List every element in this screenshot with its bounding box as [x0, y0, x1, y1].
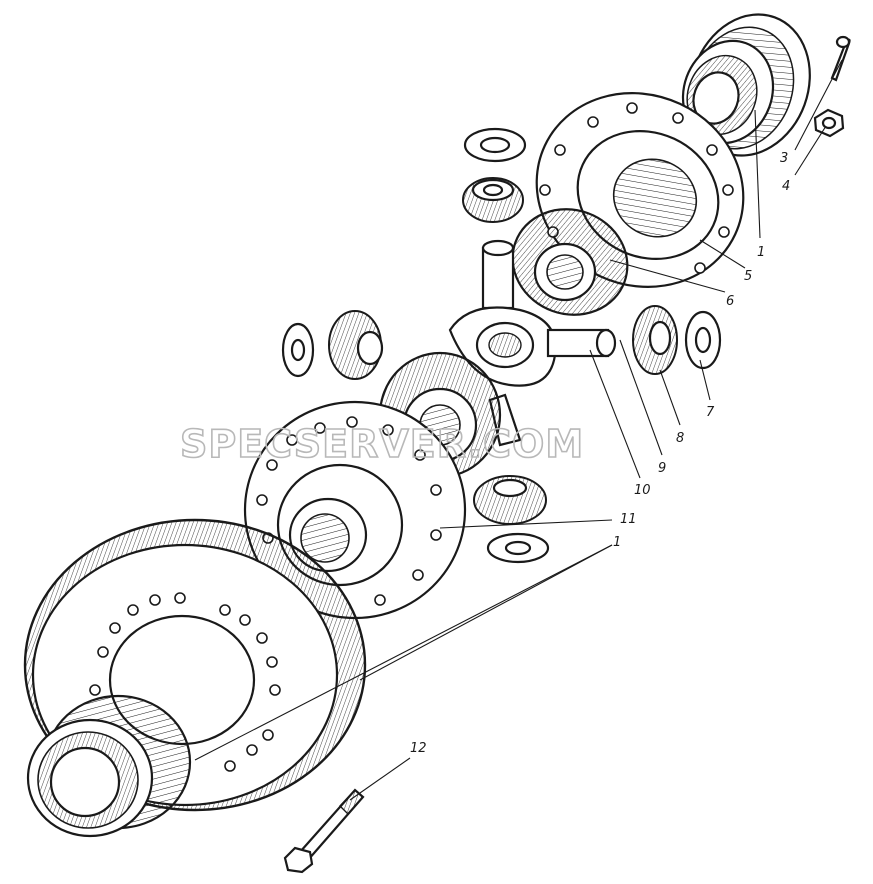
label-10: 10 — [634, 483, 651, 498]
leader-lines — [194, 59, 843, 801]
label-3: 3 — [780, 151, 788, 166]
label-8: 8 — [676, 431, 684, 446]
label-4: 4 — [782, 179, 790, 194]
pinion-gear-right — [632, 305, 678, 375]
callout-labels: 1 3 4 5 6 7 8 9 10 11 1 12 — [410, 151, 790, 756]
side-gear-right — [511, 208, 629, 316]
label-1-bottom: 1 — [613, 535, 621, 550]
label-12: 12 — [410, 741, 427, 756]
pinion-gear-bottom — [473, 475, 547, 525]
bolt — [283, 788, 365, 874]
label-11: 11 — [620, 512, 637, 527]
label-7: 7 — [706, 405, 715, 420]
watermark-text: SPECSERVER.COM — [180, 422, 584, 466]
castle-nut — [813, 108, 845, 138]
bearing-bottom — [26, 694, 192, 838]
thrust-washer-left — [281, 322, 315, 378]
thrust-washer-bottom — [486, 532, 550, 564]
bearing-top — [681, 13, 811, 157]
label-9: 9 — [658, 461, 666, 476]
label-1-top: 1 — [757, 245, 765, 260]
pinion-gear-left — [328, 310, 384, 380]
label-6: 6 — [726, 294, 734, 309]
pinion-gear-top — [462, 177, 524, 223]
thrust-washer-right — [684, 310, 722, 370]
label-5: 5 — [744, 269, 752, 284]
thrust-washer-top — [463, 127, 527, 163]
